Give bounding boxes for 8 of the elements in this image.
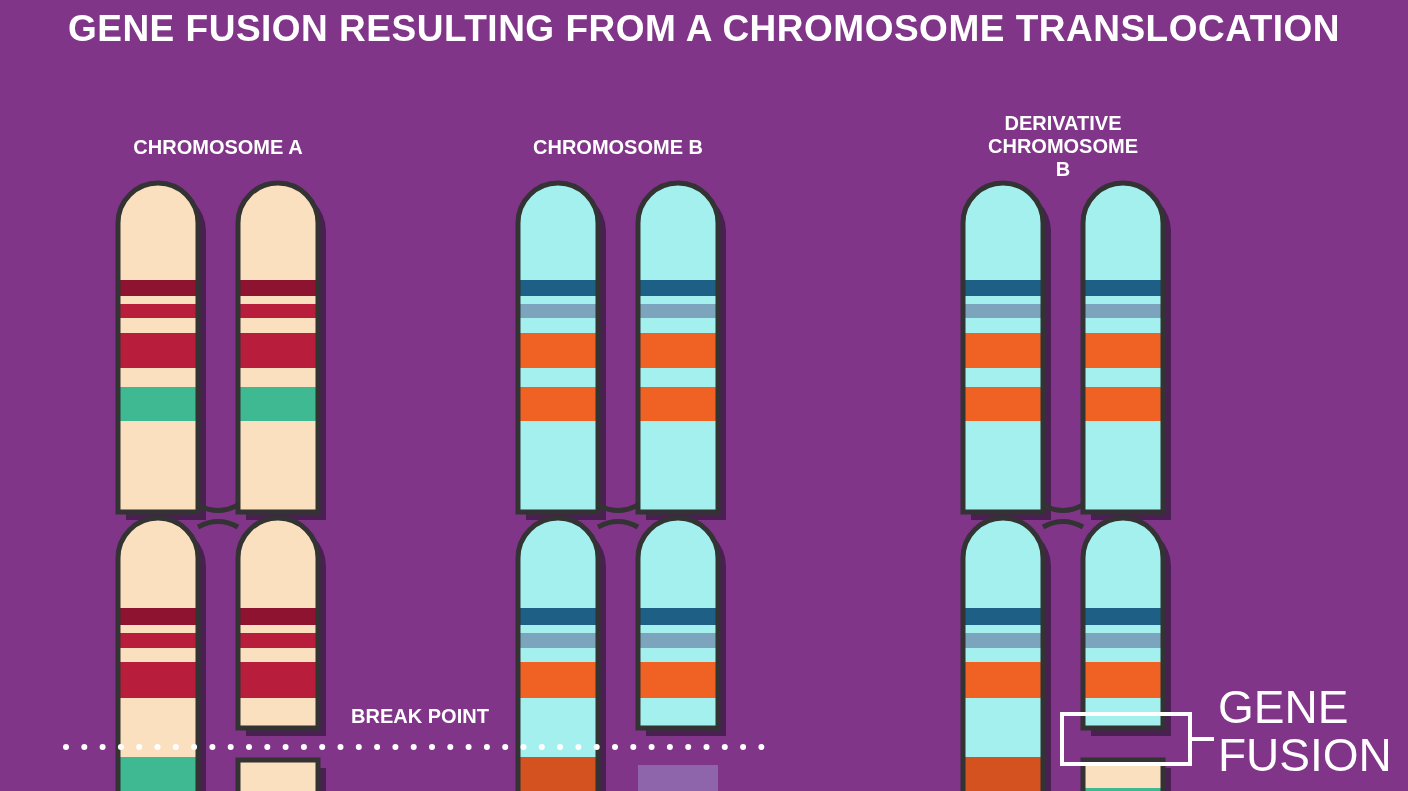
chromosome-label: DERIVATIVE CHROMOSOME B bbox=[988, 112, 1138, 181]
leader-line bbox=[1192, 737, 1214, 741]
break-point-label: BREAK POINT bbox=[350, 705, 490, 728]
title: GENE FUSION RESULTING FROM A CHROMOSOME TRANSLOCATION bbox=[66, 8, 1342, 51]
chromosome-label: CHROMOSOME B bbox=[532, 136, 704, 159]
gene-fusion-label: GENE FUSION bbox=[1218, 683, 1398, 780]
highlight-box bbox=[1060, 712, 1192, 766]
chromosome-label: CHROMOSOME A bbox=[132, 136, 304, 159]
